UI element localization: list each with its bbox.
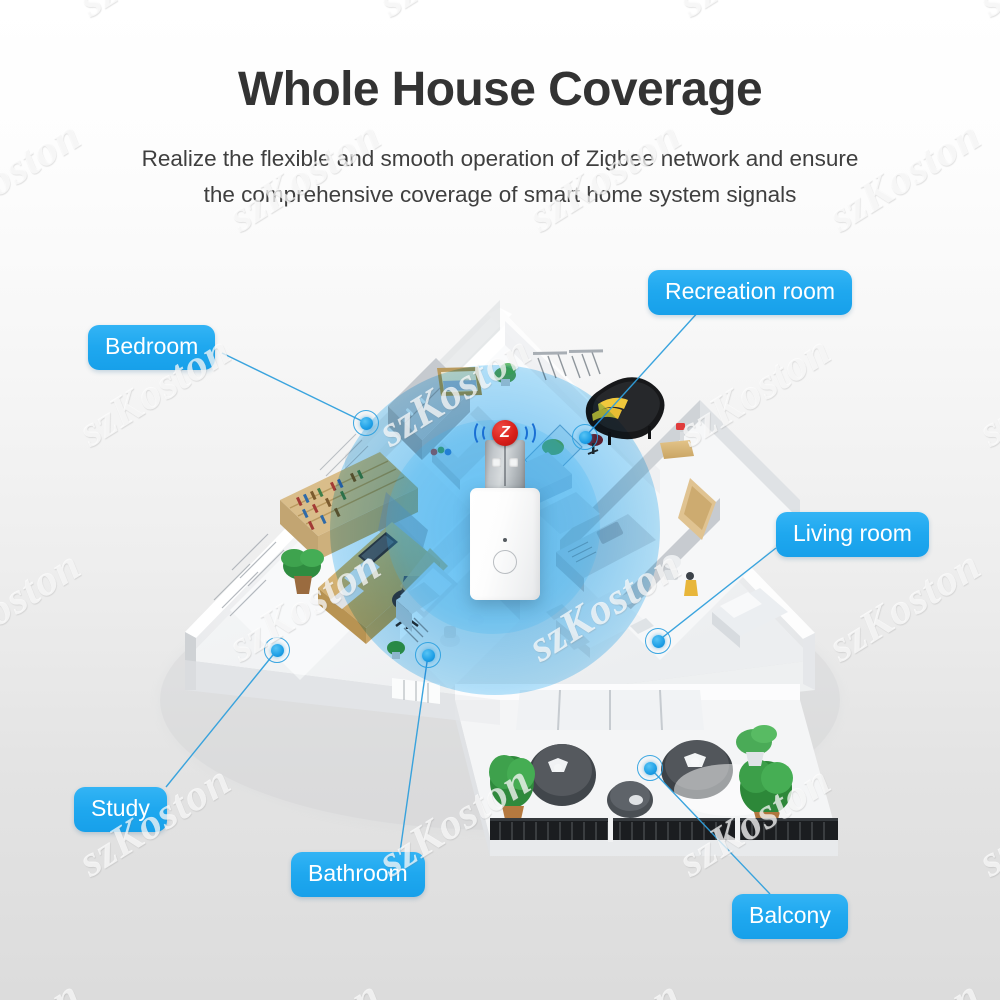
header: Whole House Coverage Realize the flexibl… (0, 0, 1000, 214)
recreation-room-dot (572, 424, 598, 450)
usb-contact-right (509, 458, 518, 467)
signal-dot-ring (637, 755, 663, 781)
signal-dot-core (421, 648, 435, 662)
study-leader (165, 649, 278, 788)
zigbee-usb-repeater-device (470, 440, 540, 600)
room-label-bedroom[interactable]: Bedroom (88, 325, 216, 370)
usb-contact-left (492, 458, 501, 467)
study-plant (281, 549, 324, 594)
signal-dot-core (643, 761, 657, 775)
signal-dot-core (270, 643, 284, 657)
living-room-leader (657, 547, 777, 642)
signal-dot-core (578, 430, 592, 444)
zigbee-logo-icon: Z (492, 420, 518, 446)
living-room-dot (645, 628, 671, 654)
subtitle-line-1: Realize the flexible and smooth operatio… (141, 146, 859, 171)
zigbee-badge-letter: Z (500, 424, 510, 441)
study-dot (264, 637, 290, 663)
zigbee-signal-arc-right-outer (520, 420, 536, 446)
bathroom-dot (415, 642, 441, 668)
balcony-railing (490, 818, 838, 840)
balcony-plant-right (739, 759, 793, 830)
balcony-plant-tall (736, 725, 777, 766)
device-led-indicator (503, 538, 507, 542)
signal-dot-core (651, 634, 665, 648)
room-label-balcony[interactable]: Balcony (732, 894, 848, 939)
room-label-recreation-room[interactable]: Recreation room (648, 270, 853, 315)
balcony-sliding-doors (516, 689, 704, 731)
bedroom-dot (353, 410, 379, 436)
bedroom-leader (221, 352, 367, 424)
balcony-leader (649, 767, 771, 895)
device-body (470, 488, 540, 600)
signal-dot-ring (264, 637, 290, 663)
signal-dot-core (359, 416, 373, 430)
room-label-bathroom[interactable]: Bathroom (291, 852, 425, 897)
page-subtitle: Realize the flexible and smooth operatio… (0, 141, 1000, 214)
room-label-study[interactable]: Study (74, 787, 167, 832)
subtitle-line-2: the comprehensive coverage of smart home… (203, 182, 797, 208)
balcony-dot (637, 755, 663, 781)
usb-a-connector-icon (485, 440, 525, 492)
room-label-living-room[interactable]: Living room (776, 512, 929, 557)
device-pair-button[interactable] (493, 550, 517, 574)
page-title: Whole House Coverage (237, 63, 763, 116)
